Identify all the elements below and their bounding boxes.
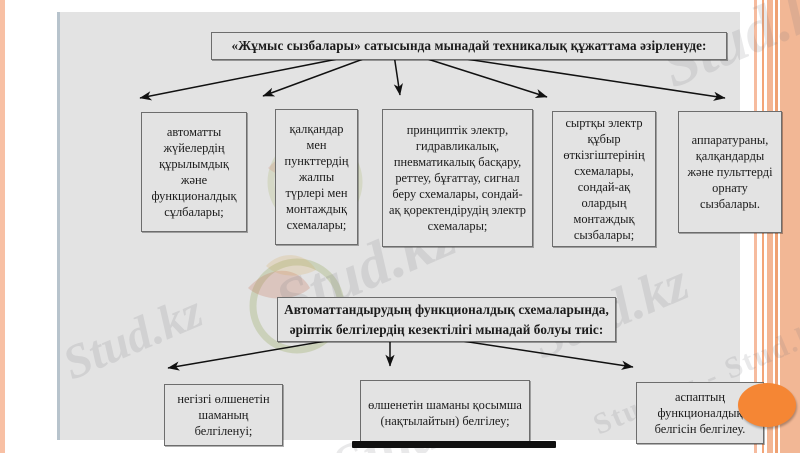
item-text: аппаратураны, қалқандарды және пульттерд… xyxy=(687,132,773,212)
bottom-item-text: аспаптың функционалдық белгісін белгілеу… xyxy=(654,389,746,437)
section-header-box: Автоматтандырудың функционалдық схемалар… xyxy=(277,297,616,342)
bottom-item-text: негізгі өлшенетін шаманың белгіленуі; xyxy=(177,391,270,439)
bottom-item-box: өлшенетін шаманы қосымша (нақтылайтын) б… xyxy=(360,380,530,446)
item-text: автоматты жүйелердің құрылымдық және фун… xyxy=(151,124,237,220)
left-edge-stripe xyxy=(0,0,5,453)
item-text: принциптік электр, гидравликалық, пневма… xyxy=(389,122,526,234)
item-box: автоматты жүйелердің құрылымдық және фун… xyxy=(141,112,247,232)
bottom-item-box: негізгі өлшенетін шаманың белгіленуі; xyxy=(164,384,283,446)
content-panel: Stud.kz Stud.kz Stud.kz Stud.kz Stud.kz … xyxy=(55,0,800,453)
item-text: сыртқы электр құбыр өткізгіштерінің схем… xyxy=(563,115,645,243)
section-header-line-2: әріптік белгілердің кезектілігі мынадай … xyxy=(289,321,604,337)
edge-stripe-5 xyxy=(780,0,800,453)
title-box: «Жұмыс сызбалары» сатысында мынадай техн… xyxy=(211,32,727,60)
section-header-line-1: Автоматтандырудың функционалдық схемалар… xyxy=(284,302,609,318)
orange-accent-shape xyxy=(738,383,796,427)
item-box: аппаратураны, қалқандарды және пульттерд… xyxy=(678,111,782,233)
title-text: «Жұмыс сызбалары» сатысында мынадай техн… xyxy=(231,38,707,54)
item-box: сыртқы электр құбыр өткізгіштерінің схем… xyxy=(552,111,656,247)
underline-bar xyxy=(352,441,556,448)
item-box: принциптік электр, гидравликалық, пневма… xyxy=(382,109,533,247)
bottom-item-text: өлшенетін шаманы қосымша (нақтылайтын) б… xyxy=(368,397,522,428)
item-box: қалқандар мен пункттердің жалпы түрлері … xyxy=(275,109,358,245)
section-header-text: Автоматтандырудың функционалдық схемалар… xyxy=(278,300,615,338)
watermark-text: Stud.kz xyxy=(55,284,210,391)
item-text: қалқандар мен пункттердің жалпы түрлері … xyxy=(284,121,349,233)
